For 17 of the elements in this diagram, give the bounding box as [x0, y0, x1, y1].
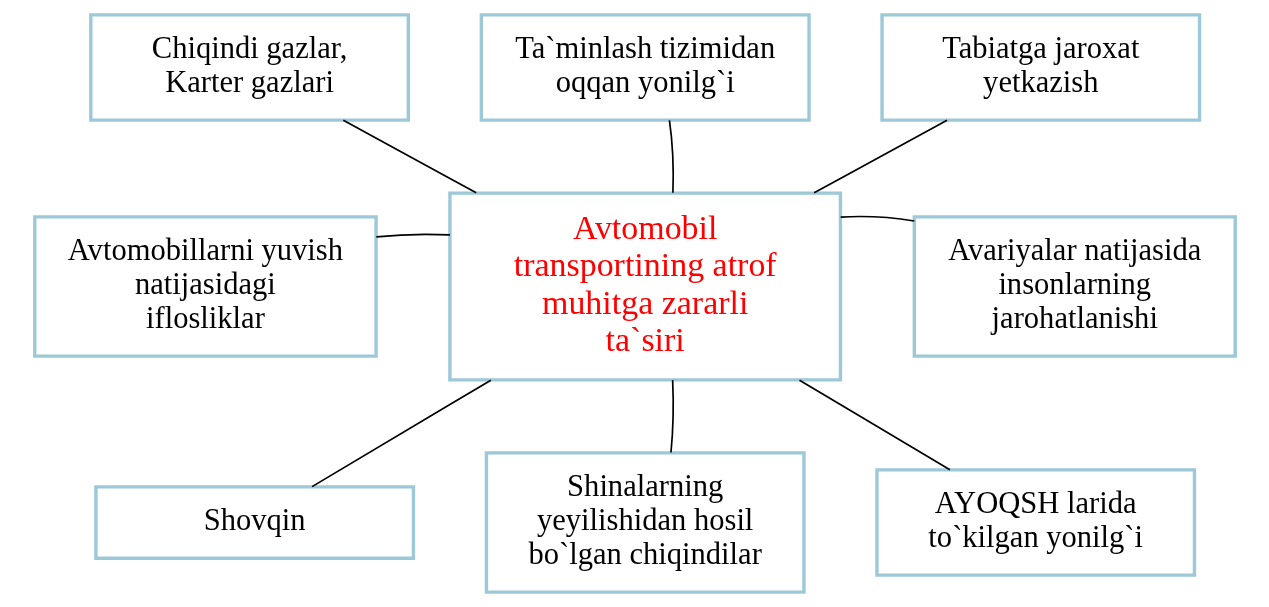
connector [310, 379, 492, 488]
connector [812, 119, 948, 194]
node-box: Shovqin [93, 485, 415, 560]
node-box: AYOQSH larida to`kilgan yonilg`i [874, 468, 1196, 577]
node-box: Tabiatga jaroxat yetkazish [879, 13, 1201, 122]
connector [341, 119, 477, 194]
node-box: Avariyalar natijasida insonlarning jarohatlanishi [912, 215, 1237, 358]
connector [839, 215, 915, 222]
connector [669, 379, 674, 454]
node-box: Chiqindi gazlar, Karter gazlari [88, 13, 410, 122]
node-box: Avtomobil transportining atrof muhitga zararli ta`siri [447, 191, 842, 382]
connector [375, 233, 451, 238]
connector [798, 379, 951, 471]
node-box: Shinalarning yeyilishidan hosil bo`lgan chiqindilar [484, 451, 806, 594]
node-box: Avtomobillarni yuvish natijasidagi iflosliklar [32, 215, 378, 358]
connector [668, 119, 674, 194]
node-box: Ta`minlash tizimidan oqqan yonilg`i [479, 13, 811, 122]
